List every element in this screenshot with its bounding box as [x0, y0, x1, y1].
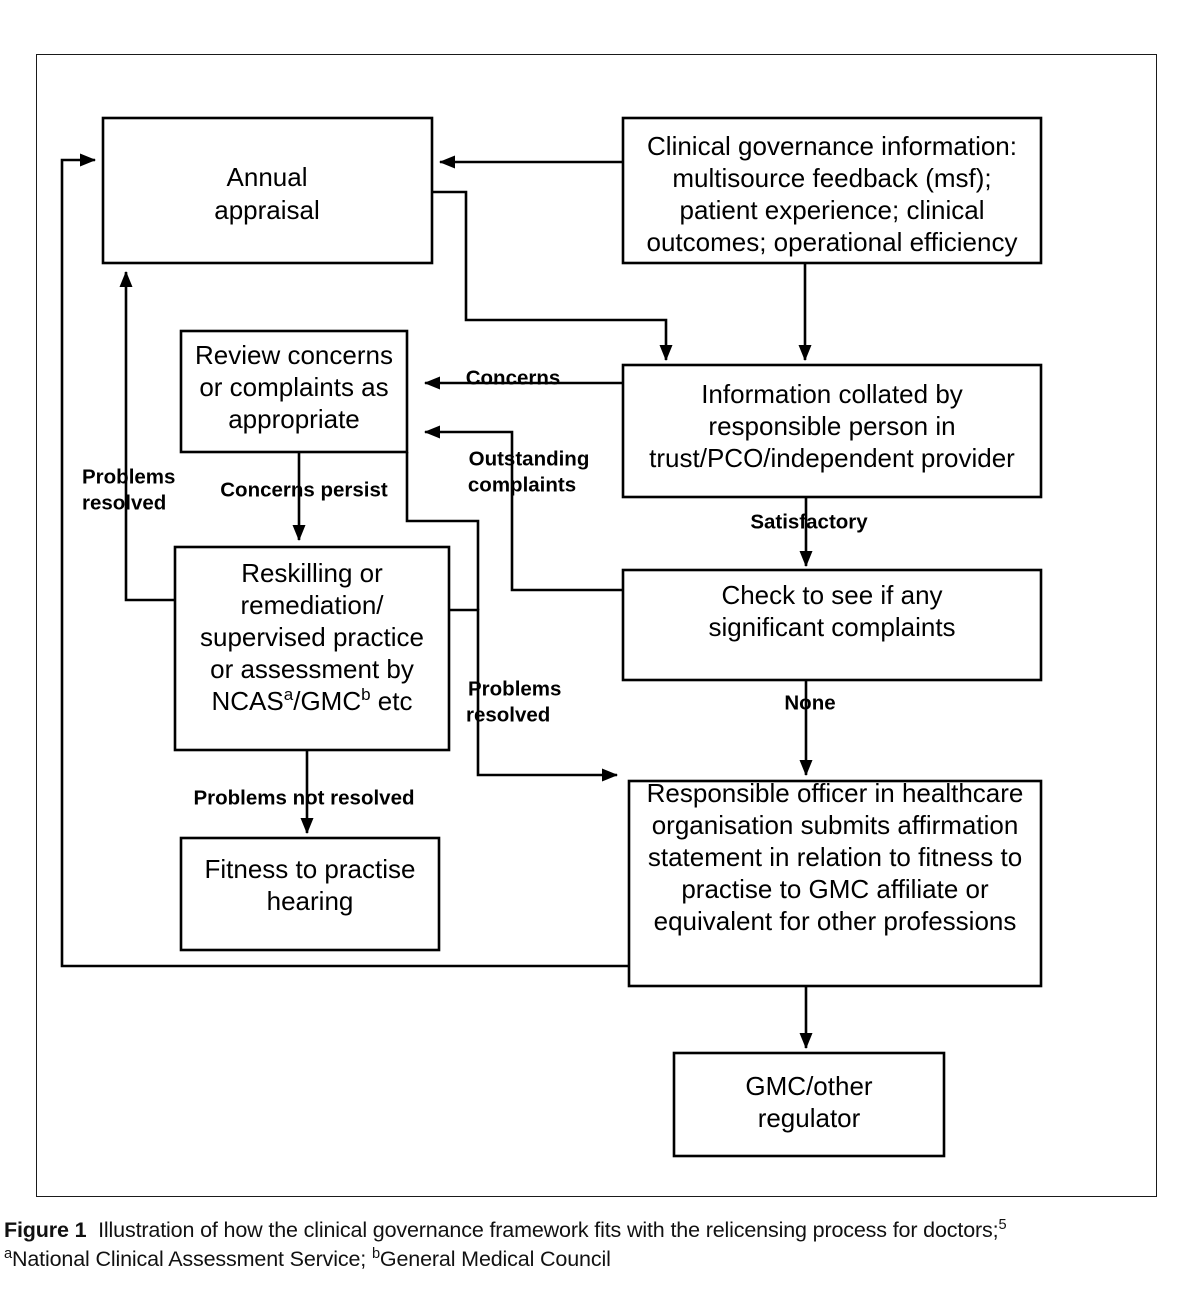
node-officer-line4: practise to GMC affiliate or	[681, 874, 989, 904]
edge-label-outstanding-1: Outstanding	[469, 447, 590, 470]
figure-caption-label: Figure 1	[4, 1218, 87, 1243]
edge-label-concerns-persist: Concerns persist	[220, 478, 388, 501]
edge-responsible-officer-to-annual-appraisal	[60, 153, 629, 968]
node-review-concerns[interactable]: Review concerns or complaints as appropr…	[179, 329, 409, 454]
node-reskilling-line1: Reskilling or	[241, 558, 383, 588]
edge-label-problems-resolved-mid-1: Problems	[468, 677, 561, 700]
node-officer-line3: statement in relation to fitness to	[648, 842, 1022, 872]
flowchart-svg: Annual appraisal Clinical governance inf…	[60, 116, 1043, 1158]
node-fitness-line1: Fitness to practise	[205, 854, 416, 884]
edge-label-outstanding-2: complaints	[468, 473, 576, 496]
footnote-b-marker: b	[371, 1246, 380, 1263]
edge-label-problems-resolved-left-1: Problems	[82, 465, 175, 488]
node-reskilling-line5: NCASa/GMCb etc	[212, 685, 413, 715]
node-reskilling-etc: etc	[371, 686, 413, 716]
edge-label-none: None	[784, 691, 835, 714]
node-collated-line3: trust/PCO/independent provider	[649, 443, 1015, 473]
node-information-collated[interactable]: Information collated by responsible pers…	[621, 363, 1043, 499]
node-reskilling-ncas: NCAS	[212, 686, 284, 716]
footnote-a-marker: a	[4, 1246, 12, 1263]
node-collated-line1: Information collated by	[701, 379, 963, 409]
node-reskilling-gmc: /GMC	[293, 686, 361, 716]
node-annual-appraisal[interactable]: Annual appraisal	[101, 116, 434, 265]
footnote-b-text: General Medical Council	[379, 1247, 611, 1272]
edge-annual-appraisal-to-information-collated	[432, 190, 673, 361]
node-cgi-line2: multisource feedback (msf);	[672, 163, 991, 193]
edge-check-complaints-to-review-concerns	[424, 425, 623, 592]
figure-caption-reference: 5	[998, 1217, 1007, 1233]
node-check-line1: Check to see if any	[721, 580, 942, 610]
node-reskilling-line4: or assessment by	[210, 654, 414, 684]
node-review-line2: or complaints as	[199, 372, 388, 402]
node-cgi-line1: Clinical governance information:	[647, 131, 1017, 161]
node-annual-appraisal-line1: Annual	[227, 162, 308, 192]
node-gmc-line1: GMC/other	[745, 1071, 872, 1101]
node-check-complaints[interactable]: Check to see if any significant complain…	[621, 568, 1043, 682]
edge-review-concerns-dropline	[405, 452, 480, 610]
figure-caption-text: Illustration of how the clinical governa…	[98, 1218, 999, 1243]
node-gmc-other-regulator[interactable]: GMC/other regulator	[672, 1051, 946, 1158]
node-collated-line2: responsible person in	[708, 411, 955, 441]
node-cgi-line3: patient experience; clinical	[680, 195, 985, 225]
node-reskilling-line2: remediation/	[240, 590, 384, 620]
footnote-a-text: National Clinical Assessment Service;	[11, 1247, 372, 1272]
node-reskilling-remediation[interactable]: Reskilling or remediation/ supervised pr…	[173, 545, 451, 752]
node-reskilling-line3: supervised practice	[200, 622, 424, 652]
edge-label-satisfactory: Satisfactory	[750, 510, 868, 533]
node-reskilling-sup-b: b	[361, 685, 370, 704]
node-fitness-to-practise-hearing[interactable]: Fitness to practise hearing	[179, 836, 441, 952]
edge-reskilling-to-responsible-officer	[449, 608, 618, 782]
edge-label-concerns: Concerns	[466, 366, 561, 389]
node-officer-line5: equivalent for other professions	[654, 906, 1017, 936]
node-review-line3: appropriate	[228, 404, 360, 434]
node-check-line2: significant complaints	[708, 612, 955, 642]
node-fitness-line2: hearing	[267, 886, 354, 916]
figure-caption: Figure 1 Illustration of how the clinica…	[4, 1216, 1189, 1275]
node-clinical-governance-information[interactable]: Clinical governance information: multiso…	[621, 116, 1043, 265]
node-officer-line1: Responsible officer in healthcare	[647, 778, 1024, 808]
node-reskilling-sup-a: a	[284, 685, 294, 704]
edge-label-problems-resolved-left-2: resolved	[82, 491, 166, 514]
node-gmc-line2: regulator	[758, 1103, 861, 1133]
edge-reskilling-to-annual-appraisal	[119, 271, 175, 602]
edge-label-problems-resolved-mid-2: resolved	[466, 703, 550, 726]
node-annual-appraisal-line2: appraisal	[214, 195, 320, 225]
node-review-line1: Review concerns	[195, 340, 393, 370]
edge-label-problems-not-resolved: Problems not resolved	[193, 786, 414, 809]
node-officer-line2: organisation submits affirmation	[652, 810, 1019, 840]
node-cgi-line4: outcomes; operational efficiency	[647, 227, 1018, 257]
node-responsible-officer[interactable]: Responsible officer in healthcare organi…	[627, 778, 1043, 988]
